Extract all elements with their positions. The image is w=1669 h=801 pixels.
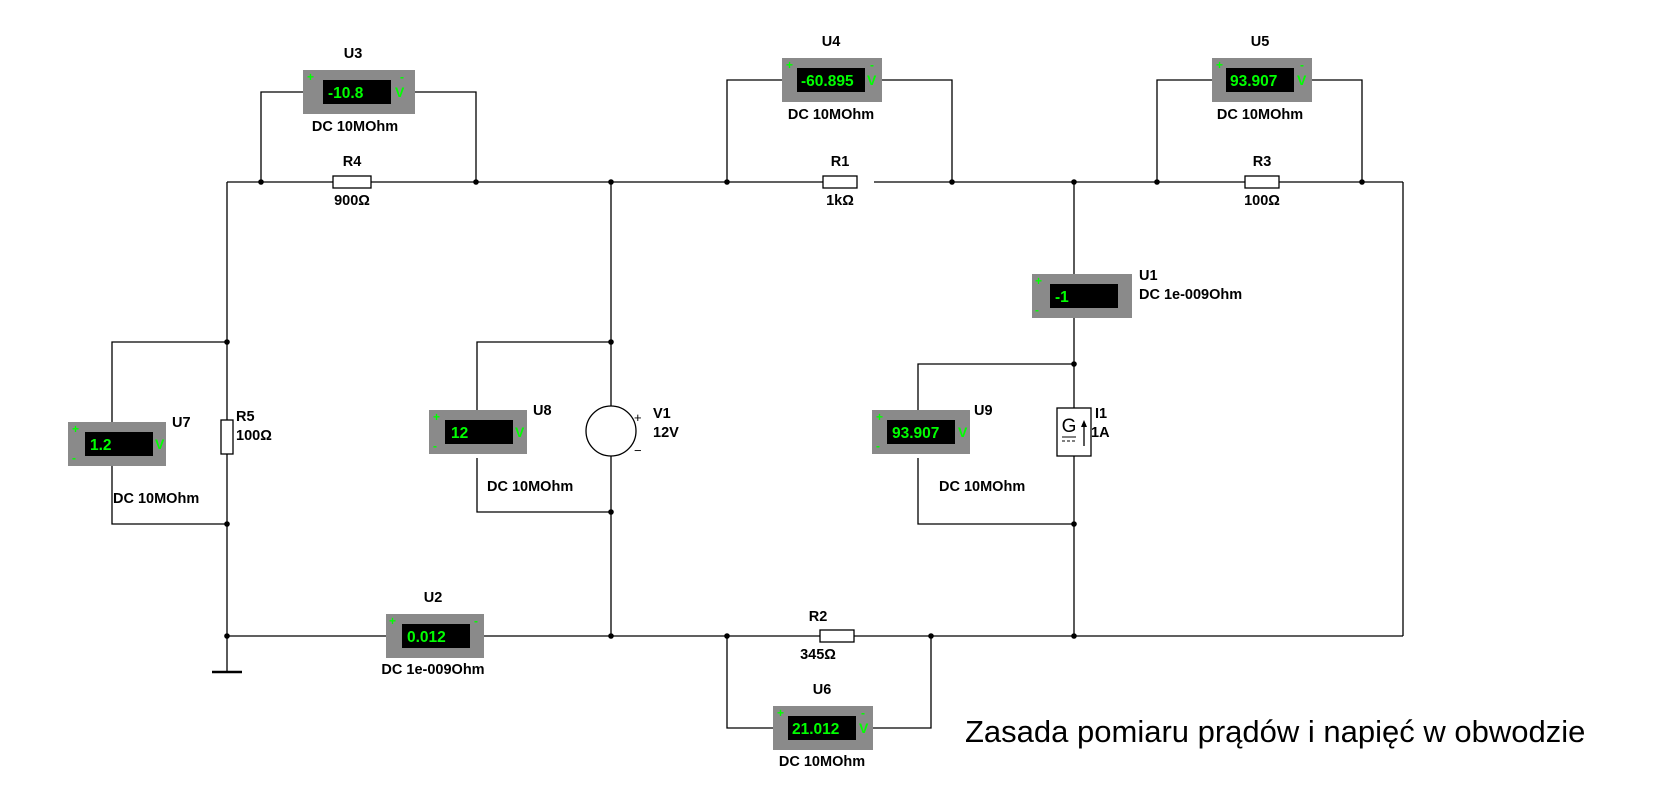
generator-glyph: G (1062, 416, 1077, 437)
meter-unit: V (1297, 72, 1307, 88)
meter-u1: -1 + - U1 DC 1e-009Ohm (1032, 268, 1242, 318)
meter-mode: DC 1e-009Ohm (1139, 287, 1242, 303)
minus-sign: − (634, 443, 642, 458)
resistor-value: 900Ω (334, 193, 370, 209)
resistor-label: R3 (1253, 154, 1272, 170)
meter-unit: V (958, 424, 968, 440)
meter-label: U1 (1139, 268, 1158, 284)
meter-mode: DC 10MOhm (939, 479, 1025, 495)
meter-label: U9 (974, 403, 993, 419)
meter-mode: DC 1e-009Ohm (381, 662, 484, 678)
meter-unit: V (515, 424, 525, 440)
meter-plus: + (876, 410, 883, 424)
meter-reading: -1 (1055, 289, 1069, 306)
meter-plus: + (1035, 274, 1042, 288)
meter-reading: 93.907 (1230, 73, 1277, 90)
meter-minus: - (876, 439, 880, 453)
meter-reading: 21.012 (792, 721, 839, 738)
resistor-value: 100Ω (236, 428, 272, 444)
resistor-value: 345Ω (800, 647, 836, 663)
meter-minus: - (474, 614, 478, 628)
resistor-r5: R5 100Ω (220, 409, 272, 455)
caption: Zasada pomiaru prądów i napięć w obwodzi… (965, 714, 1585, 749)
resistor-label: R5 (236, 409, 255, 425)
meter-plus: + (786, 58, 793, 72)
meter-u9: 93.907 V + - U9 DC 10MOhm (872, 403, 1025, 495)
meter-label: U2 (424, 590, 443, 606)
wires (111, 79, 1404, 729)
meter-mode: DC 10MOhm (788, 107, 874, 123)
meter-unit: V (395, 84, 405, 100)
junctions (224, 179, 1365, 639)
meter-reading: 12 (451, 425, 468, 442)
meter-minus: - (72, 451, 76, 465)
meter-minus: - (400, 70, 404, 84)
meter-plus: + (433, 410, 440, 424)
meter-u8: 12 V + - U8 DC 10MOhm (429, 403, 573, 495)
meter-plus: + (72, 422, 79, 436)
meter-reading: -10.8 (328, 85, 364, 102)
meter-u3: -10.8 V + - U3 DC 10MOhm (303, 46, 415, 135)
meter-minus: - (433, 439, 437, 453)
meter-u2: 0.012 + - U2 DC 1e-009Ohm (381, 590, 484, 678)
meter-plus: + (389, 614, 396, 628)
meter-plus: + (1216, 58, 1223, 72)
meter-reading: 0.012 (407, 629, 446, 646)
resistor-r3: R3 100Ω (1244, 154, 1280, 209)
resistor-value: 1kΩ (826, 193, 854, 209)
meter-reading: -60.895 (801, 73, 854, 90)
resistor-value: 100Ω (1244, 193, 1280, 209)
meter-u4: -60.895 V + - U4 DC 10MOhm (782, 34, 882, 123)
plus-sign: + (634, 410, 642, 425)
resistor-r4: R4 900Ω (332, 154, 372, 209)
meter-unit: V (867, 72, 877, 88)
meter-label: U4 (822, 34, 841, 50)
resistor-label: R2 (809, 609, 828, 625)
resistor-label: R1 (831, 154, 850, 170)
source-value: 1A (1091, 425, 1110, 441)
meter-minus: - (861, 706, 865, 720)
meter-mode: DC 10MOhm (1217, 107, 1303, 123)
voltage-source-v1: + − V1 12V (585, 405, 679, 458)
resistor-r1: R1 1kΩ (822, 154, 858, 209)
current-source-i1: G I1 1A (1056, 406, 1110, 457)
meter-unit: V (155, 436, 165, 452)
resistor-r2: R2 345Ω (800, 609, 855, 663)
meter-label: U3 (344, 46, 363, 62)
meter-minus: - (1035, 303, 1039, 317)
meter-label: U6 (813, 682, 832, 698)
meter-u5: 93.907 V + - U5 DC 10MOhm (1212, 34, 1312, 123)
source-label: V1 (653, 406, 671, 422)
meter-reading: 1.2 (90, 437, 112, 454)
source-value: 12V (653, 425, 679, 441)
meter-mode: DC 10MOhm (487, 479, 573, 495)
meter-minus: - (1300, 58, 1304, 72)
meter-label: U5 (1251, 34, 1270, 50)
meter-mode: DC 10MOhm (779, 754, 865, 770)
meter-mode: DC 10MOhm (312, 119, 398, 135)
meter-minus: - (870, 58, 874, 72)
meter-mode: DC 10MOhm (113, 491, 199, 507)
meter-unit: V (859, 720, 869, 736)
resistor-label: R4 (343, 154, 362, 170)
meter-reading: 93.907 (892, 425, 939, 442)
arrow-up-icon (1081, 420, 1087, 427)
meter-plus: + (777, 706, 784, 720)
meter-label: U7 (172, 415, 191, 431)
meter-u7: 1.2 V + - U7 DC 10MOhm (68, 415, 199, 507)
meter-u6: 21.012 V + - U6 DC 10MOhm (773, 682, 873, 770)
source-label: I1 (1095, 406, 1107, 422)
meter-label: U8 (533, 403, 552, 419)
meter-plus: + (307, 70, 314, 84)
